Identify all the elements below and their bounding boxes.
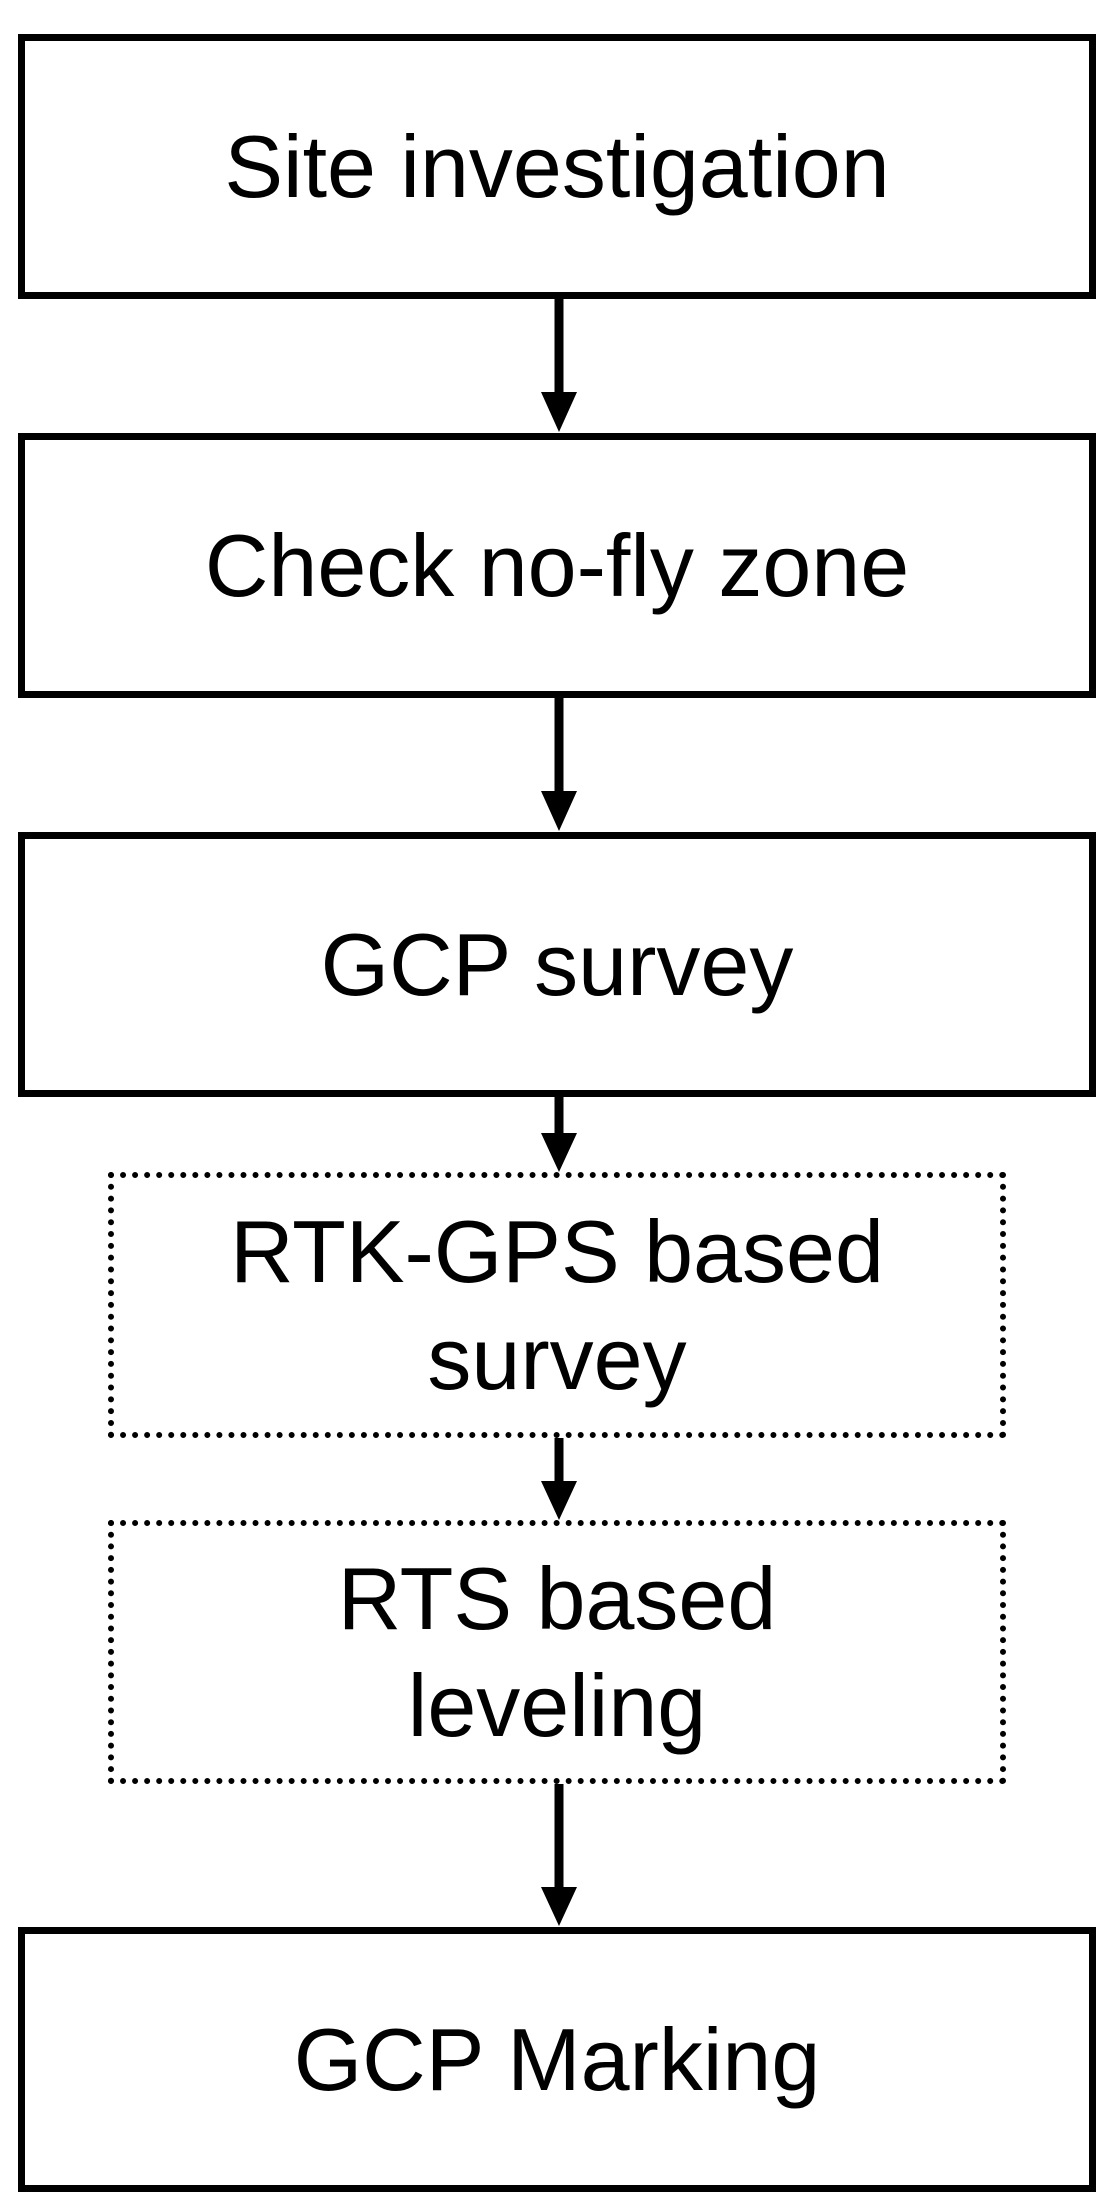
- step-check-no-fly-zone: Check no-fly zone: [18, 433, 1096, 698]
- substep-label: RTK-GPS based survey: [230, 1201, 884, 1408]
- step-label: Check no-fly zone: [204, 515, 910, 615]
- arrow-3: [541, 1097, 577, 1172]
- arrow-2: [541, 698, 577, 831]
- substep-rts-leveling: RTS based leveling: [108, 1520, 1006, 1784]
- arrow-5: [541, 1784, 577, 1926]
- step-label: Site investigation: [224, 116, 890, 216]
- step-gcp-marking: GCP Marking: [18, 1927, 1096, 2192]
- step-site-investigation: Site investigation: [18, 34, 1096, 299]
- arrow-1: [541, 299, 577, 432]
- substep-label: RTS based leveling: [337, 1548, 777, 1755]
- substep-rtk-gps-survey: RTK-GPS based survey: [108, 1172, 1006, 1438]
- step-gcp-survey: GCP survey: [18, 832, 1096, 1097]
- arrow-4: [541, 1438, 577, 1520]
- step-label: GCP survey: [320, 914, 794, 1014]
- step-label: GCP Marking: [293, 2009, 821, 2109]
